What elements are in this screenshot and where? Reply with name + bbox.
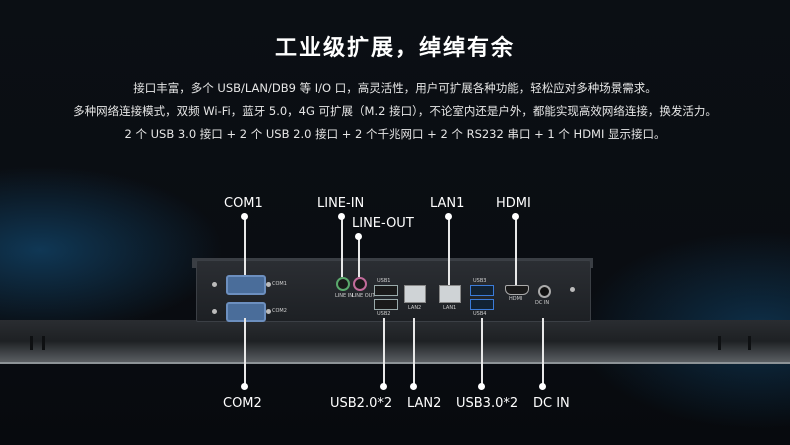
usb2-callout-label: USB2.0*2 — [330, 396, 393, 411]
lan2-callout-line — [413, 318, 415, 386]
com1-silk-label: COM1 — [272, 281, 287, 287]
callout-dot — [539, 383, 546, 390]
lan2-port-icon — [404, 285, 426, 303]
hdmi-port-icon — [505, 285, 529, 295]
lan2-callout-label: LAN2 — [407, 396, 442, 411]
com2-callout-label: COM2 — [223, 396, 262, 411]
panel-vent — [42, 336, 45, 350]
description-line-1: 接口丰富，多个 USB/LAN/DB9 等 I/O 口，高灵活性，用户可扩展各种… — [133, 81, 657, 95]
com2-silk-label: COM2 — [272, 308, 287, 314]
com1-callout-line — [244, 215, 246, 275]
lan1-callout-line — [448, 215, 450, 285]
dc-in-callout-label: DC IN — [533, 396, 570, 411]
line-out-callout-line — [358, 235, 360, 277]
callout-dot — [478, 383, 485, 390]
device-panel — [0, 320, 790, 362]
usb2-callout-line — [383, 318, 385, 386]
description-line-2: 多种网络连接模式，双频 Wi-Fi，蓝牙 5.0，4G 可扩展（M.2 接口），… — [73, 104, 717, 118]
hdmi-callout-label: HDMI — [496, 196, 531, 211]
usb2-silk-label: USB2 — [377, 311, 391, 317]
callout-dot — [338, 213, 345, 220]
line-in-silk-label: LINE IN — [335, 293, 353, 299]
dc-in-callout-line — [542, 318, 544, 386]
hdmi-callout-line — [515, 215, 517, 285]
callout-dot — [380, 383, 387, 390]
lan1-callout-label: LAN1 — [430, 196, 465, 211]
hdmi-silk-label: HDMI — [509, 296, 523, 302]
screw-icon — [570, 287, 575, 292]
callout-dot — [410, 383, 417, 390]
com1-port-icon — [226, 275, 266, 295]
screw-icon — [266, 309, 271, 314]
lan1-port-icon — [439, 285, 461, 303]
line-in-callout-label: LINE-IN — [317, 196, 365, 211]
screw-icon — [212, 309, 217, 314]
lan1-silk-label: LAN1 — [443, 305, 457, 311]
screw-icon — [212, 282, 217, 287]
usb3-callout-line — [481, 318, 483, 386]
com2-callout-line — [244, 318, 246, 386]
usb3-port-icon — [470, 299, 494, 310]
line-out-callout-label: LINE-OUT — [352, 216, 414, 231]
callout-dot — [241, 213, 248, 220]
com2-port-icon — [226, 302, 266, 322]
callout-dot — [512, 213, 519, 220]
screw-icon — [266, 282, 271, 287]
line-in-callout-line — [341, 215, 343, 277]
usb3-callout-label: USB3.0*2 — [456, 396, 519, 411]
com1-callout-label: COM1 — [224, 196, 263, 211]
panel-vent — [718, 336, 721, 350]
description-line-3: 2 个 USB 3.0 接口 + 2 个 USB 2.0 接口 + 2 个千兆网… — [124, 127, 666, 141]
callout-dot — [445, 213, 452, 220]
line-out-port-icon — [353, 277, 367, 291]
lan2-silk-label: LAN2 — [408, 305, 422, 311]
line-in-port-icon — [336, 277, 350, 291]
usb1-silk-label: USB1 — [377, 278, 391, 284]
callout-dot — [241, 383, 248, 390]
dc-in-silk-label: DC IN — [535, 300, 550, 306]
panel-vent — [748, 336, 751, 350]
dc-in-port-icon — [538, 285, 551, 298]
page-title: 工业级扩展，绰绰有余 — [274, 36, 515, 61]
callout-dot — [355, 233, 362, 240]
usb3-port-icon — [470, 285, 494, 296]
usb2-port-icon — [374, 285, 398, 296]
line-out-silk-label: LINE OUT — [352, 293, 376, 299]
device-panel-edge — [0, 362, 790, 364]
usb3-silk-label: USB3 — [473, 278, 487, 284]
panel-vent — [30, 336, 33, 350]
usb4-silk-label: USB4 — [473, 311, 487, 317]
usb2-port-icon — [374, 299, 398, 310]
